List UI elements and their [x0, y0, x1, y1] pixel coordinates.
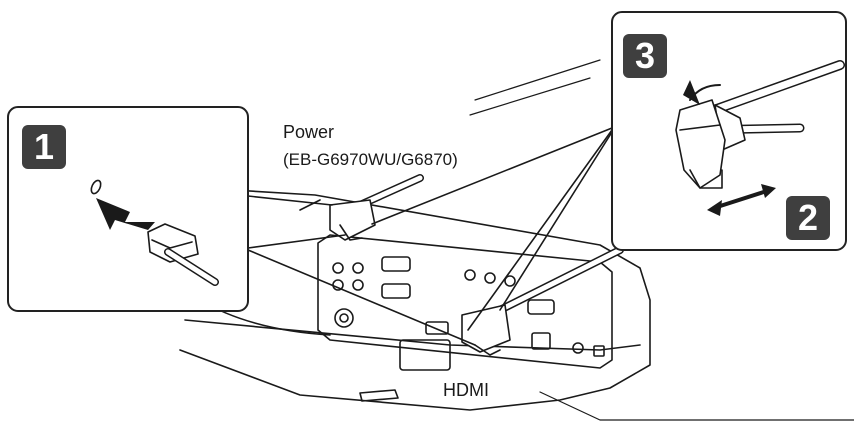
- slide-arrow-icon: [712, 188, 772, 210]
- press-down-arrow-icon: [683, 80, 700, 105]
- step1-panel: [7, 106, 249, 312]
- power-models-label: (EB-G6970WU/G6870): [283, 150, 458, 169]
- power-cable: [329, 174, 424, 241]
- step-2-badge: 2: [786, 196, 830, 240]
- hdmi-cable: [461, 246, 624, 356]
- mounting-hole: [90, 179, 102, 195]
- connector-panel: [317, 234, 613, 371]
- step3-panel: [611, 11, 847, 251]
- leader-lines-step3: [371, 127, 613, 331]
- power-label: Power: [283, 122, 335, 142]
- cable-tie-clip: [147, 223, 199, 263]
- step-3-badge: 3: [623, 34, 667, 78]
- leader-lines-step1: [247, 195, 476, 346]
- projector-foot: [359, 389, 399, 402]
- hdmi-label: HDMI: [443, 380, 489, 400]
- step-1-badge: 1: [22, 125, 66, 169]
- cable-tie-clamp: [675, 99, 726, 189]
- insert-arrow-icon: [96, 198, 155, 230]
